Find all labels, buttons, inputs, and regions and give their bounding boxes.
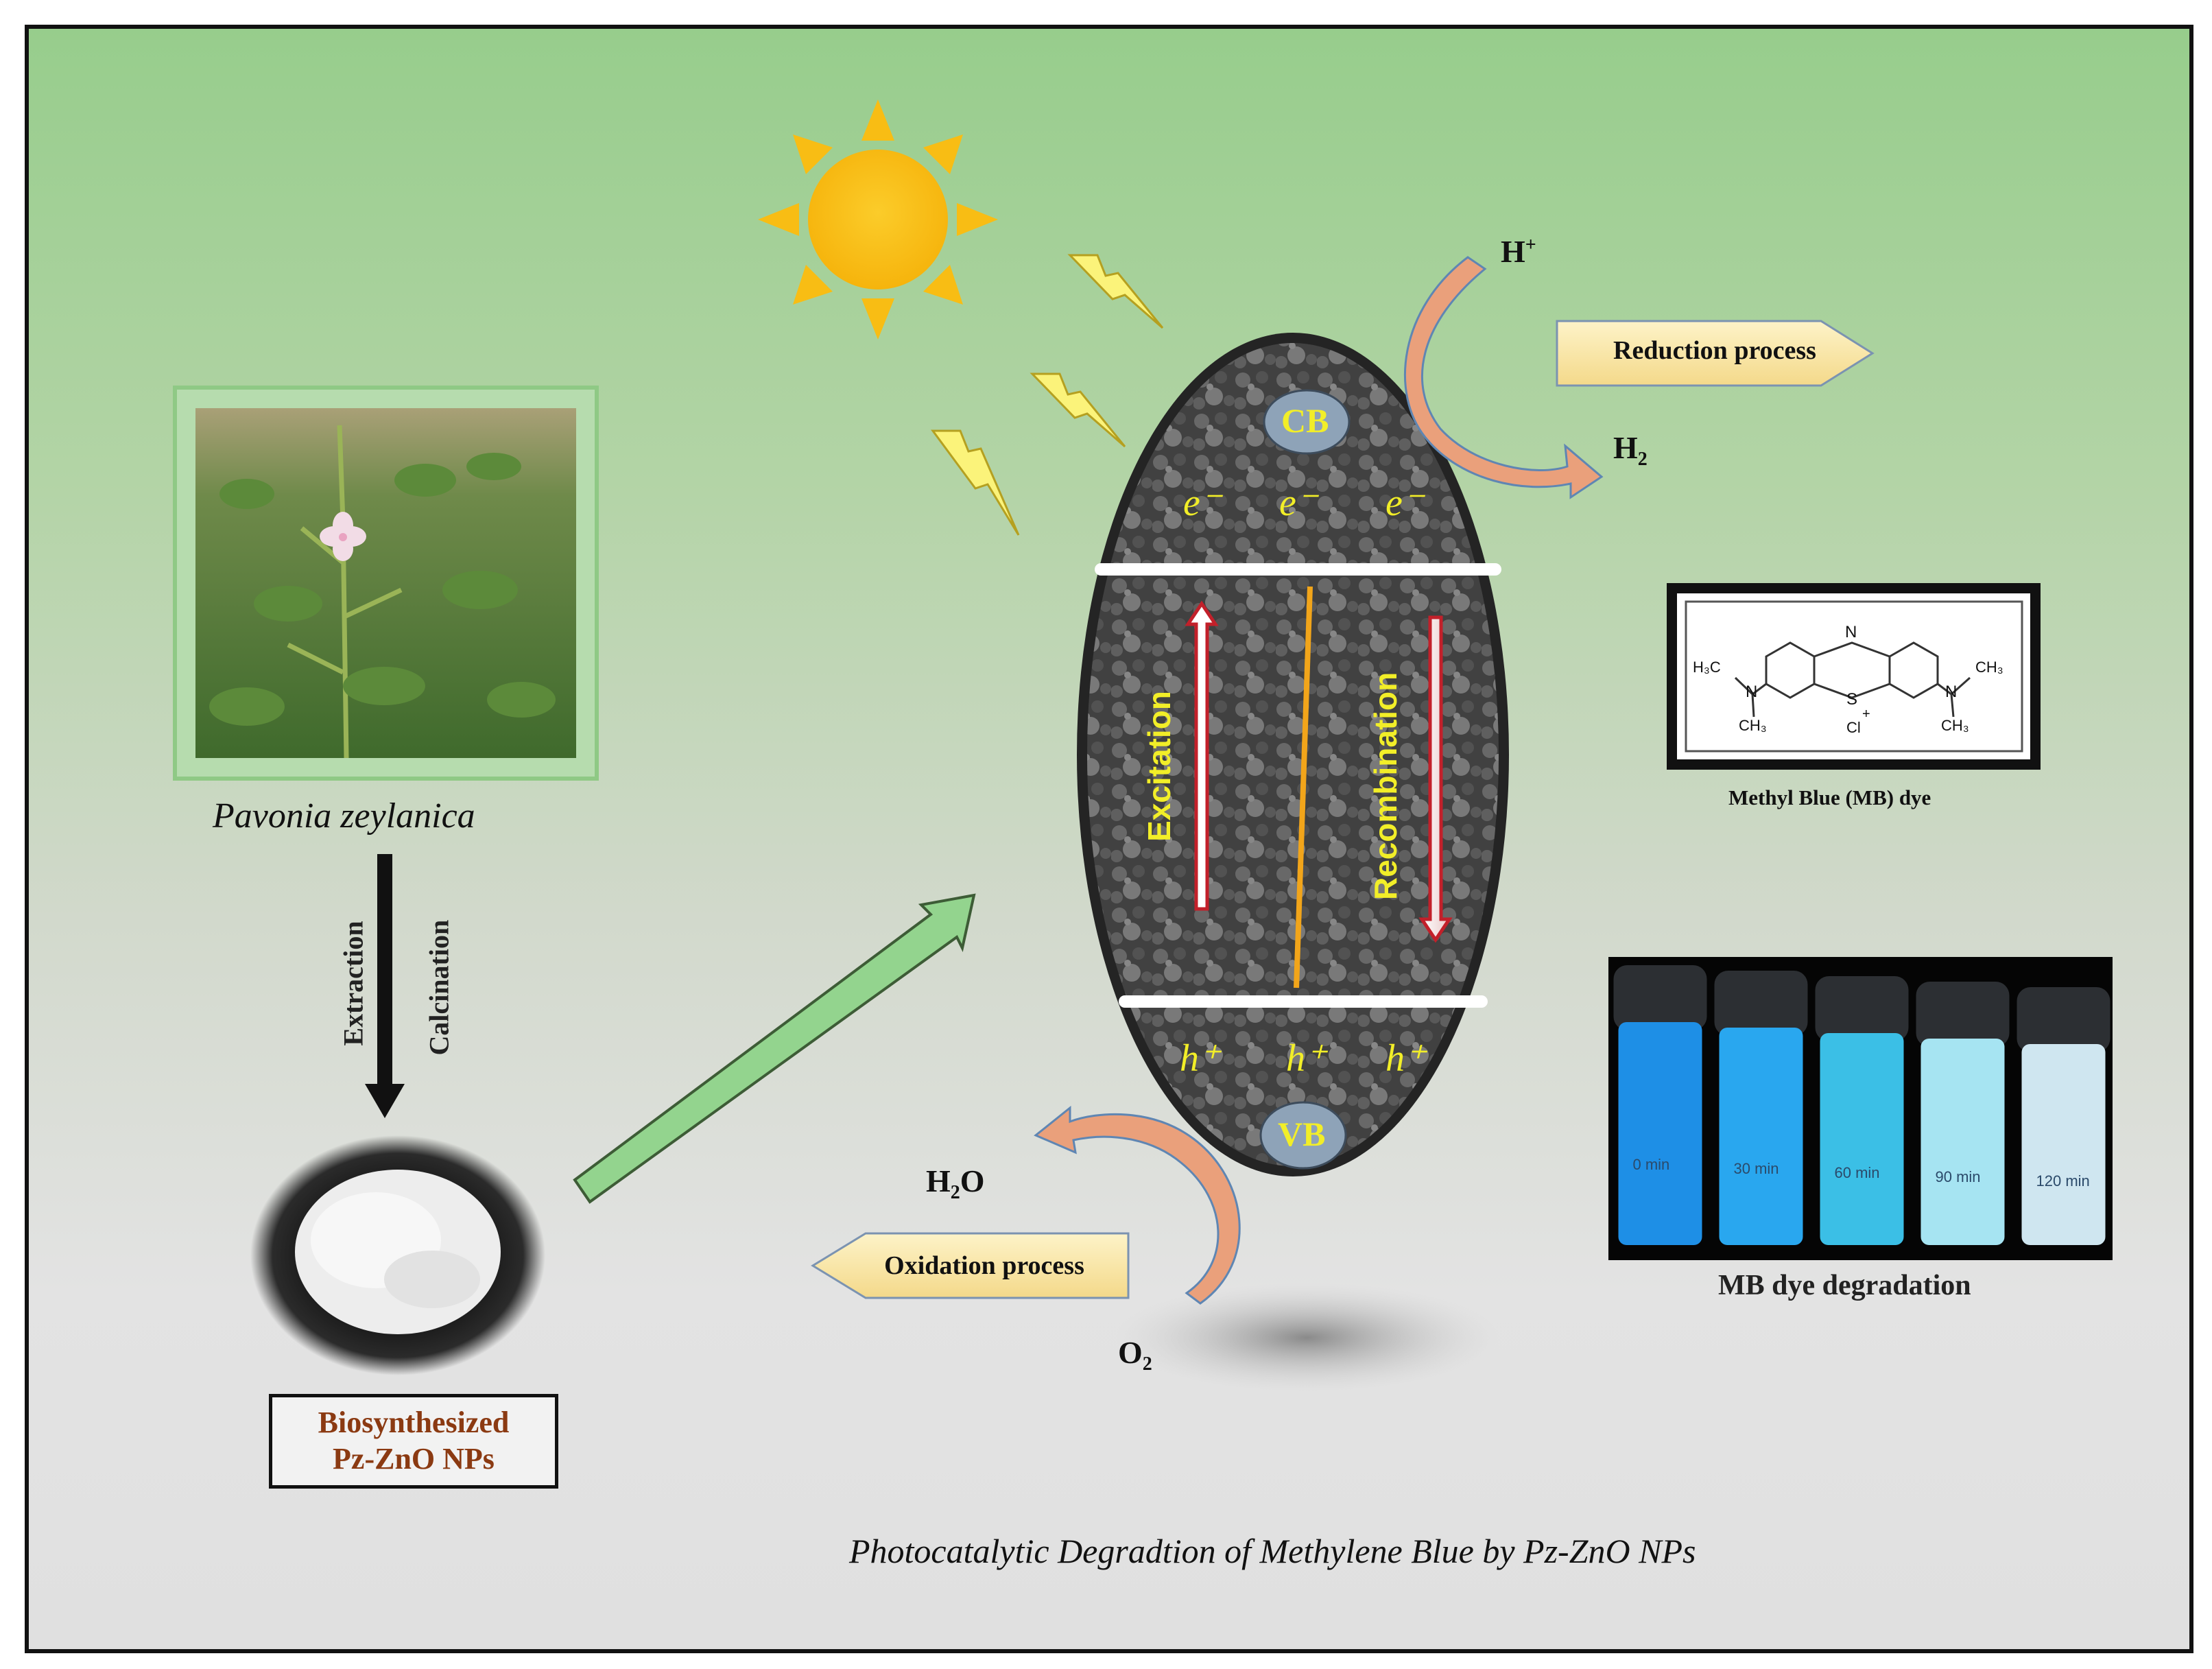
electron-label-3: e⁻ [1386, 482, 1423, 524]
oxidation-process-arrow [811, 1232, 1130, 1299]
vial-cap [2017, 987, 2110, 1052]
mb-atom-plus: + [1862, 707, 1870, 722]
vial-label: 30 min [1733, 1160, 1779, 1177]
mb-atom-s: S [1846, 690, 1858, 709]
mb-vials-photo [1608, 957, 2113, 1260]
product-line-2: Pz-ZnO NPs [333, 1442, 495, 1476]
hole-label-3: h⁺ [1386, 1037, 1425, 1080]
excitation-label: Excitation [1141, 691, 1177, 842]
h2-label: H2 [1613, 430, 1648, 471]
calcination-label: Calcination [423, 919, 455, 1056]
mb-structure-caption: Methyl Blue (MB) dye [1728, 785, 1931, 809]
extraction-label: Extraction [337, 921, 369, 1046]
vial-body [1618, 1022, 1702, 1245]
mb-atom-right-n: N [1945, 683, 1958, 701]
mb-atom-n-top: N [1845, 623, 1857, 641]
vial-cap [1916, 982, 2010, 1047]
lightning-icon [931, 254, 1164, 536]
catalyst-particle [1077, 333, 1509, 1176]
band-lines [1095, 563, 1501, 1008]
mb-atom-right-ch3: CH₃ [1941, 717, 1969, 734]
mb-atom-right-ch3-top: CH₃ [1975, 659, 2003, 676]
recombination-label: Recombination [1368, 672, 1403, 900]
plant-name: Pavonia zeylanica [213, 796, 475, 836]
reduction-curved-arrow [1403, 256, 1604, 499]
vial-body [1719, 1028, 1803, 1245]
oxidation-curved-arrow [1034, 1105, 1241, 1305]
vb-disc [1259, 1101, 1347, 1170]
recombination-arrow [1418, 615, 1453, 943]
mb-atom-cl: Cl [1846, 719, 1861, 736]
mb-atom-left-n: N [1746, 683, 1758, 701]
vial-label: 120 min [2036, 1172, 2090, 1189]
sun-icon [758, 99, 998, 340]
h-plus-label: H+ [1501, 234, 1536, 269]
vial-label: 0 min [1632, 1156, 1670, 1173]
h2o-label: H2O [926, 1163, 985, 1204]
hole-label-1: h⁺ [1180, 1037, 1220, 1080]
vial-label: 90 min [1935, 1168, 1981, 1185]
product-line-1: Biosynthesized [318, 1406, 510, 1440]
vial-cap [1815, 976, 1909, 1041]
vial-cap [1714, 971, 1808, 1036]
vial-body [2021, 1044, 2106, 1245]
oxidation-process-label: Oxidation process [884, 1251, 1084, 1280]
green-arrow [573, 893, 976, 1204]
vial-body [1820, 1033, 1904, 1245]
mb-atom-left-h3c: H₃C [1693, 659, 1721, 676]
mb-atom-left-ch3: CH₃ [1739, 717, 1767, 734]
cb-label: CB [1281, 401, 1329, 440]
o2-label: O2 [1118, 1335, 1152, 1375]
cb-disc [1263, 389, 1351, 455]
process-down-arrow [365, 854, 405, 1118]
excitation-arrow [1185, 600, 1219, 911]
figure-title: Photocatalytic Degradtion of Methylene B… [849, 1532, 1696, 1570]
reduction-process-arrow [1556, 320, 1875, 387]
electron-label-2: e⁻ [1279, 482, 1317, 524]
recombination-path-line [1294, 586, 1313, 989]
vial-cap [1613, 965, 1707, 1030]
mb-degradation-caption: MB dye degradation [1718, 1270, 1971, 1301]
mb-structure-image [1667, 583, 2041, 770]
vial-body [1920, 1039, 2005, 1245]
product-label-box: Biosynthesized Pz-ZnO NPs [269, 1394, 558, 1489]
reduction-process-label: Reduction process [1613, 336, 1816, 365]
vial-label: 60 min [1834, 1164, 1880, 1181]
plant-photo [173, 386, 599, 781]
vb-label: VB [1278, 1115, 1326, 1153]
catalyst-shadow [1115, 1283, 1499, 1393]
hole-label-2: h⁺ [1286, 1037, 1326, 1080]
electron-label-1: e⁻ [1183, 482, 1221, 524]
powder-image [250, 1135, 545, 1375]
